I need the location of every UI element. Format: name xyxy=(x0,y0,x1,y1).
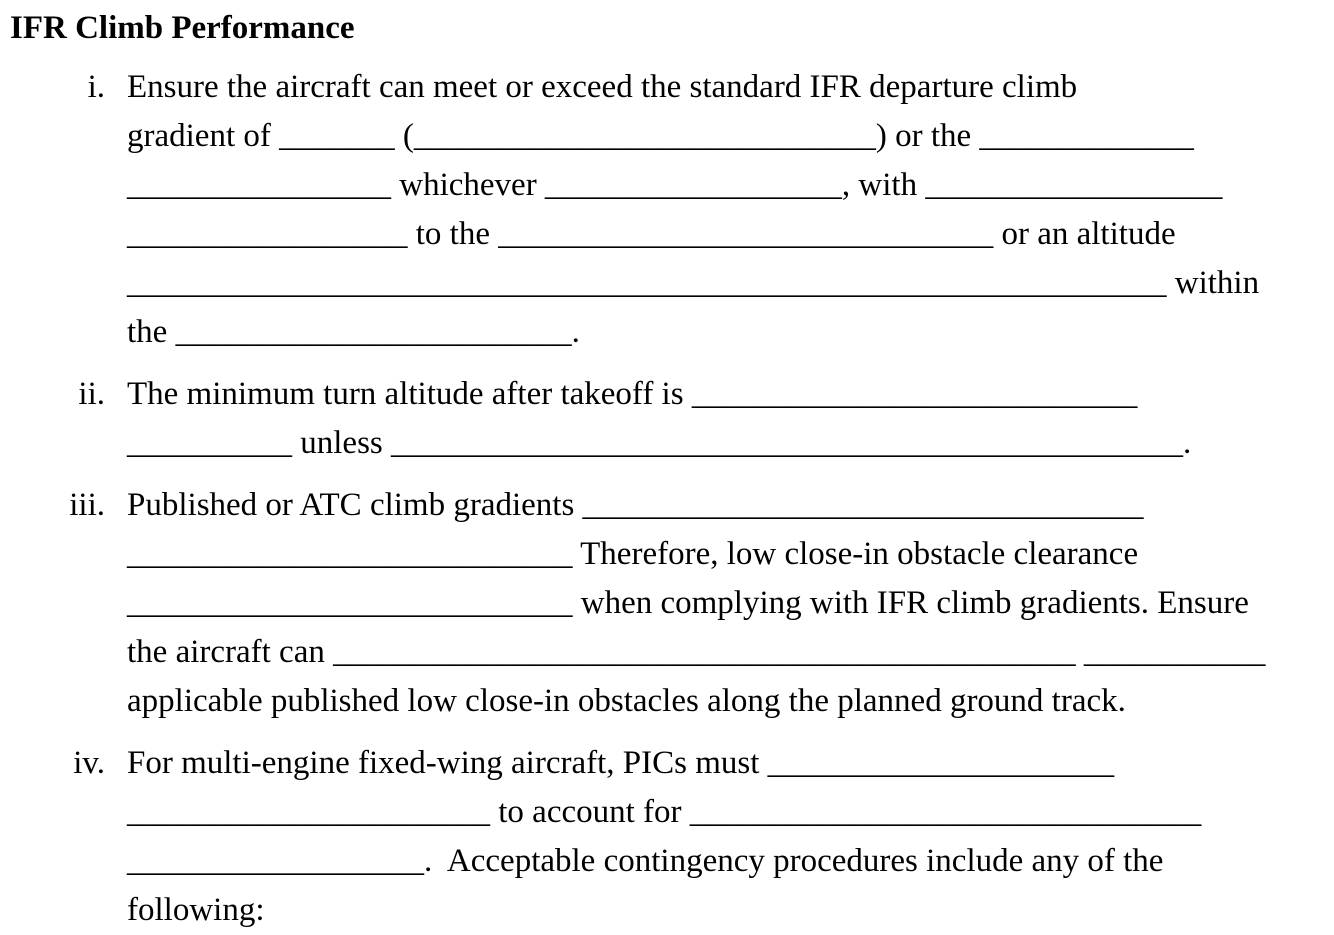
list-item-i-text: Ensure the aircraft can meet or exceed t… xyxy=(127,69,1260,350)
list-item-ii-text: The minimum turn altitude after takeoff … xyxy=(127,376,1192,461)
list-item-iv-text: For multi-engine fixed-wing aircraft, PI… xyxy=(127,745,1202,928)
list-item-ii: ii. The minimum turn altitude after take… xyxy=(10,370,1330,468)
document-title: IFR Climb Performance xyxy=(10,10,355,46)
list-item-iv: iv. For multi-engine fixed-wing aircraft… xyxy=(10,739,1330,935)
list-marker-iv: iv. xyxy=(73,745,105,781)
list-marker-ii: ii. xyxy=(78,376,105,412)
list-marker-i: i. xyxy=(87,69,105,105)
list-item-iii-text: Published or ATC climb gradients _______… xyxy=(127,487,1266,719)
list-item-i: i. Ensure the aircraft can meet or excee… xyxy=(10,63,1330,357)
list-marker-iii: iii. xyxy=(69,487,105,523)
list-item-iii: iii. Published or ATC climb gradients __… xyxy=(10,481,1330,726)
